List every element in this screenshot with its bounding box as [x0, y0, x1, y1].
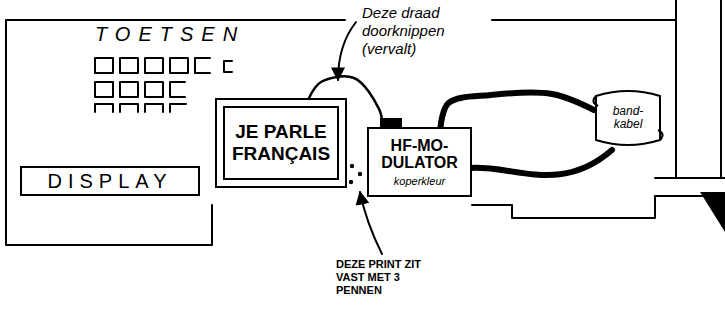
thick-cable [441, 92, 595, 127]
housing-edge [472, 196, 725, 218]
node-text: koperkleur [394, 175, 445, 187]
pin-note: DEZE PRINT ZIT VAST MET 3 PENNEN [336, 258, 428, 298]
ribbon-cable: band- kabel [592, 86, 664, 150]
housing-edge [6, 19, 345, 21]
circuit-board: JE PARLE FRANÇAIS [215, 98, 347, 188]
hf-modulator: HF-MO- DULATOR koperkleur [367, 127, 472, 197]
node-text: JE PARLE FRANÇAIS [228, 121, 334, 165]
cable [470, 150, 612, 175]
node-text: HF-MO- DULATOR [378, 137, 462, 172]
cut-note: Deze draad doorknippen (vervalt) [362, 4, 487, 58]
housing-corner [700, 192, 725, 232]
housing-edge [492, 19, 676, 21]
side-panel [655, 0, 725, 178]
display-box: DISPLAY [20, 166, 200, 196]
housing-edge [6, 20, 212, 245]
node-text: band- kabel [606, 105, 650, 131]
key-outlines [95, 58, 232, 112]
leader-line [360, 192, 382, 254]
node-text: DISPLAY [48, 170, 173, 193]
leader-line [338, 22, 356, 80]
mounting-pins [349, 164, 362, 184]
keys-heading: TOETSEN [95, 23, 245, 46]
